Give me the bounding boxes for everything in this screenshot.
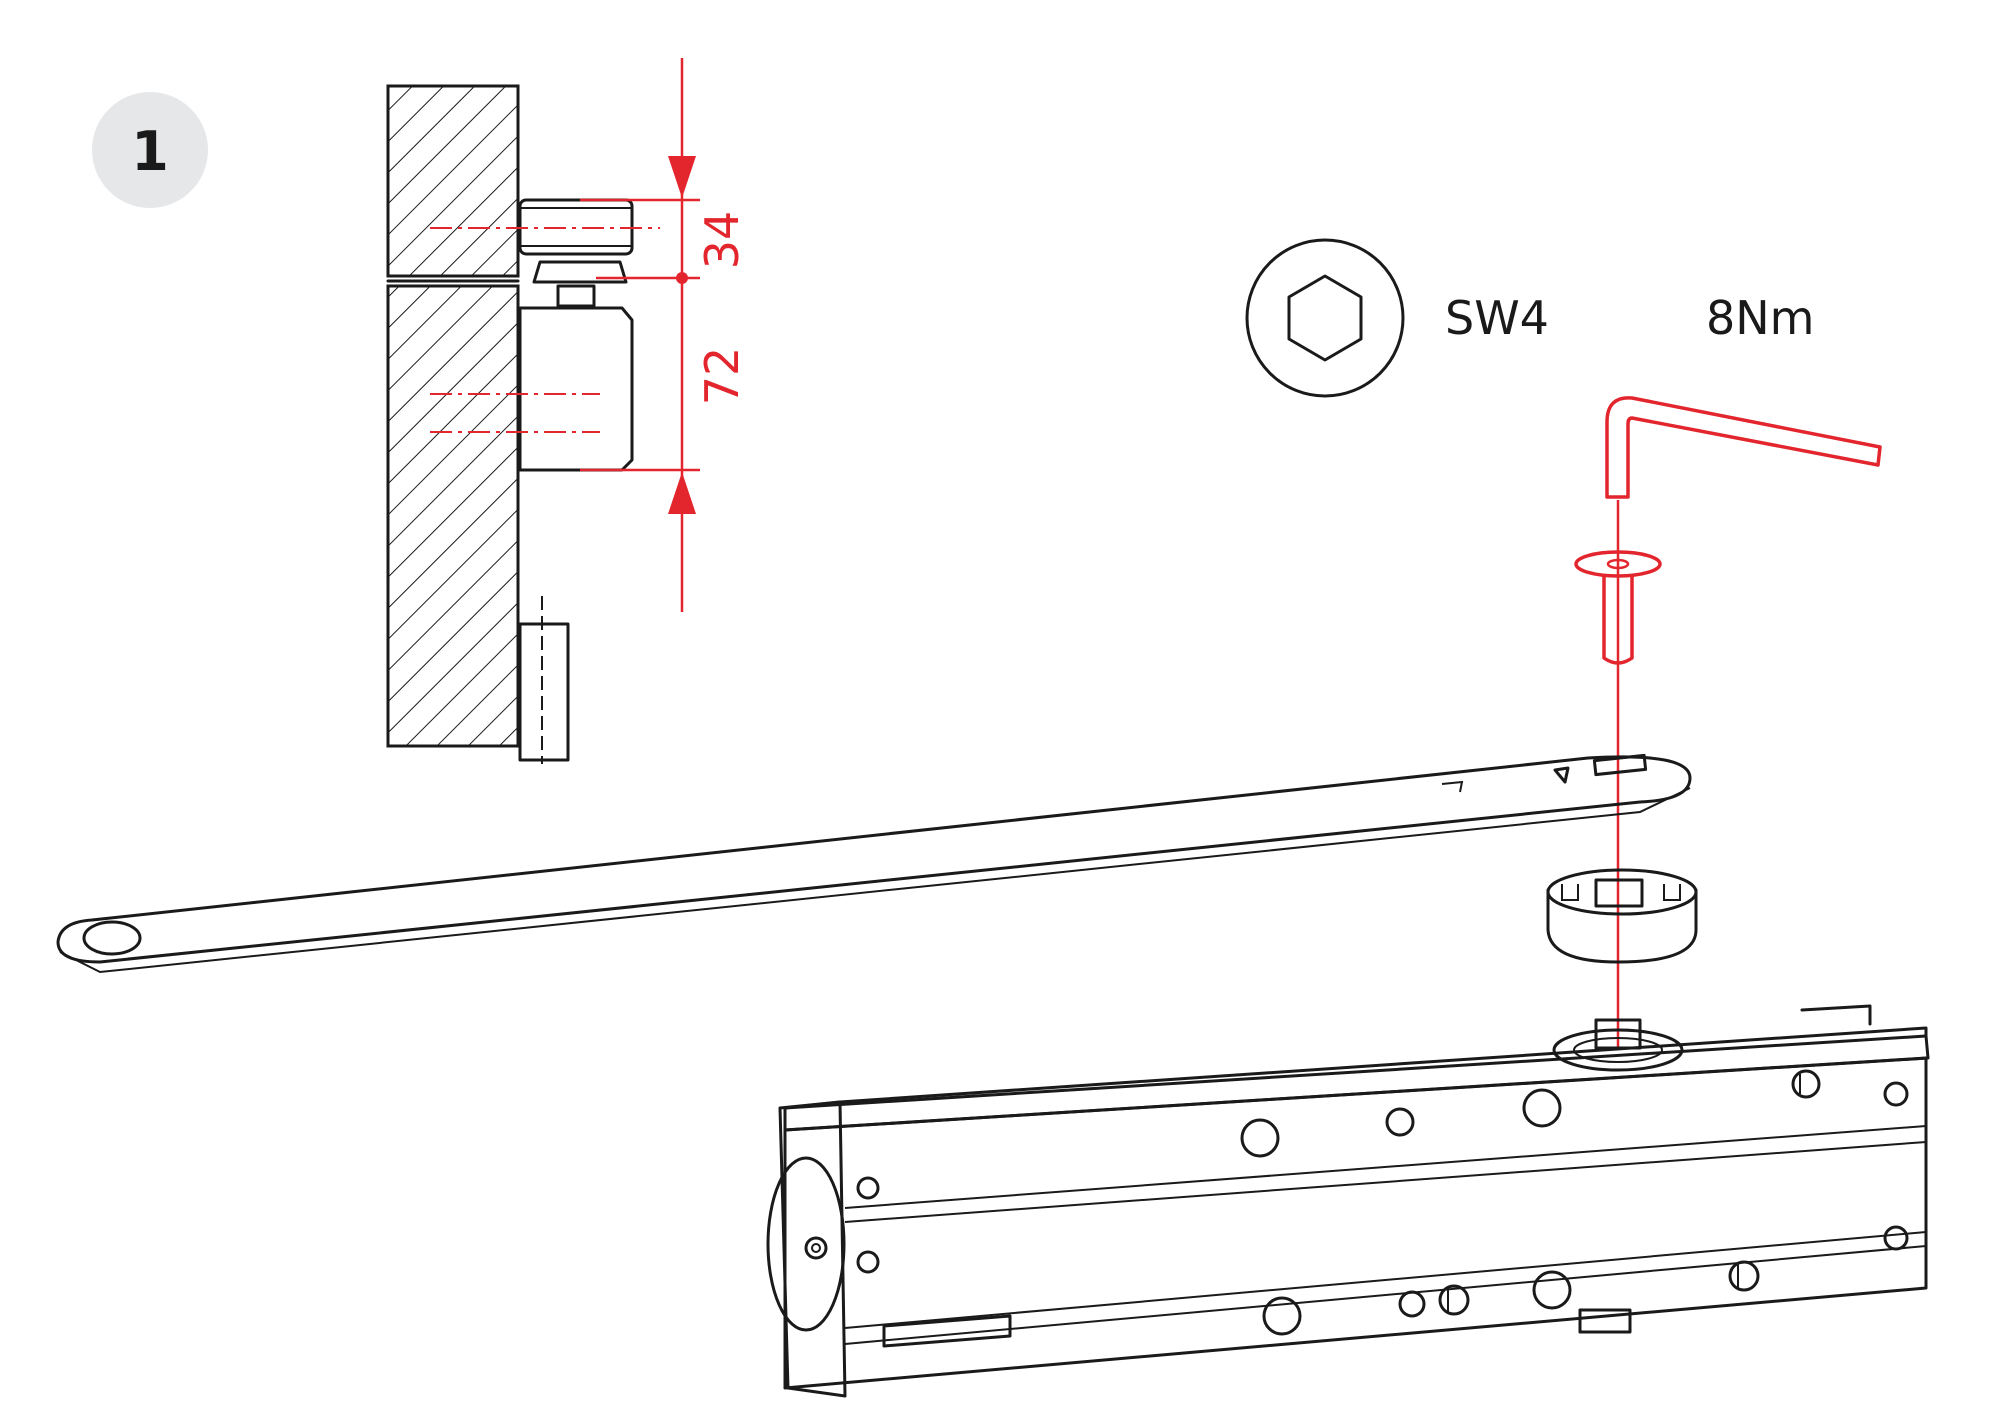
allen-key	[1605, 396, 1882, 499]
door-section	[386, 284, 520, 748]
section-view	[386, 84, 660, 764]
step-number: 1	[131, 120, 169, 183]
dimension-arrow-down	[668, 156, 696, 198]
hex-socket-spec: SW4 8Nm	[1245, 238, 1815, 398]
door-closer-body	[766, 1004, 1930, 1398]
dimension-arrow-up	[668, 472, 696, 514]
dimension-annotation: 34 72	[580, 58, 749, 612]
step-badge: 1	[92, 92, 208, 208]
adapter-bushing	[1546, 868, 1698, 964]
hinge-plate	[518, 622, 570, 762]
frame-section	[386, 84, 520, 278]
dimension-34: 34	[695, 211, 749, 270]
screw	[1574, 550, 1662, 665]
dimension-72: 72	[695, 347, 749, 406]
closer-arm	[56, 753, 1692, 974]
closer-body-section	[518, 306, 634, 472]
wrench-size-label: SW4	[1445, 291, 1549, 345]
torque-label: 8Nm	[1706, 291, 1815, 345]
hex-socket-icon	[1245, 238, 1405, 398]
